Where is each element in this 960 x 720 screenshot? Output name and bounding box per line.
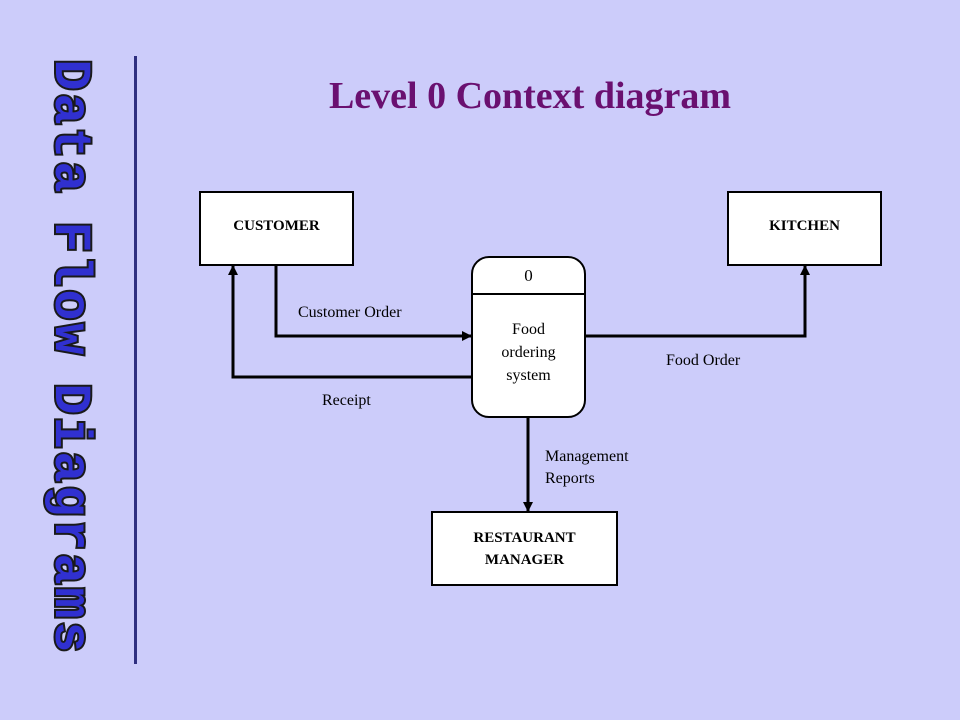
divider-line — [134, 56, 137, 664]
manager-label-line2: MANAGER — [484, 551, 565, 568]
management-reports-label: Management Reports — [545, 448, 629, 487]
receipt-label: Receipt — [322, 392, 371, 409]
customer-entity: CUSTOMER — [199, 191, 354, 266]
page-title: Level 0 Context diagram — [328, 75, 732, 117]
process-food-ordering-system: 0 Food ordering system — [471, 256, 586, 418]
customer-order-label: Customer Order — [298, 304, 402, 321]
receipt-arrow — [228, 265, 471, 379]
manager-label-line1: RESTAURANT — [473, 529, 576, 546]
kitchen-entity: KITCHEN — [727, 191, 882, 266]
process-name: Food ordering system — [501, 321, 556, 384]
customer-order-arrow — [274, 266, 472, 341]
process-id: 0 — [473, 258, 584, 295]
food-order-label: Food Order — [666, 352, 741, 369]
food-order-arrow — [586, 265, 810, 338]
restaurant-manager-entity: RESTAURANT MANAGER — [431, 511, 618, 586]
